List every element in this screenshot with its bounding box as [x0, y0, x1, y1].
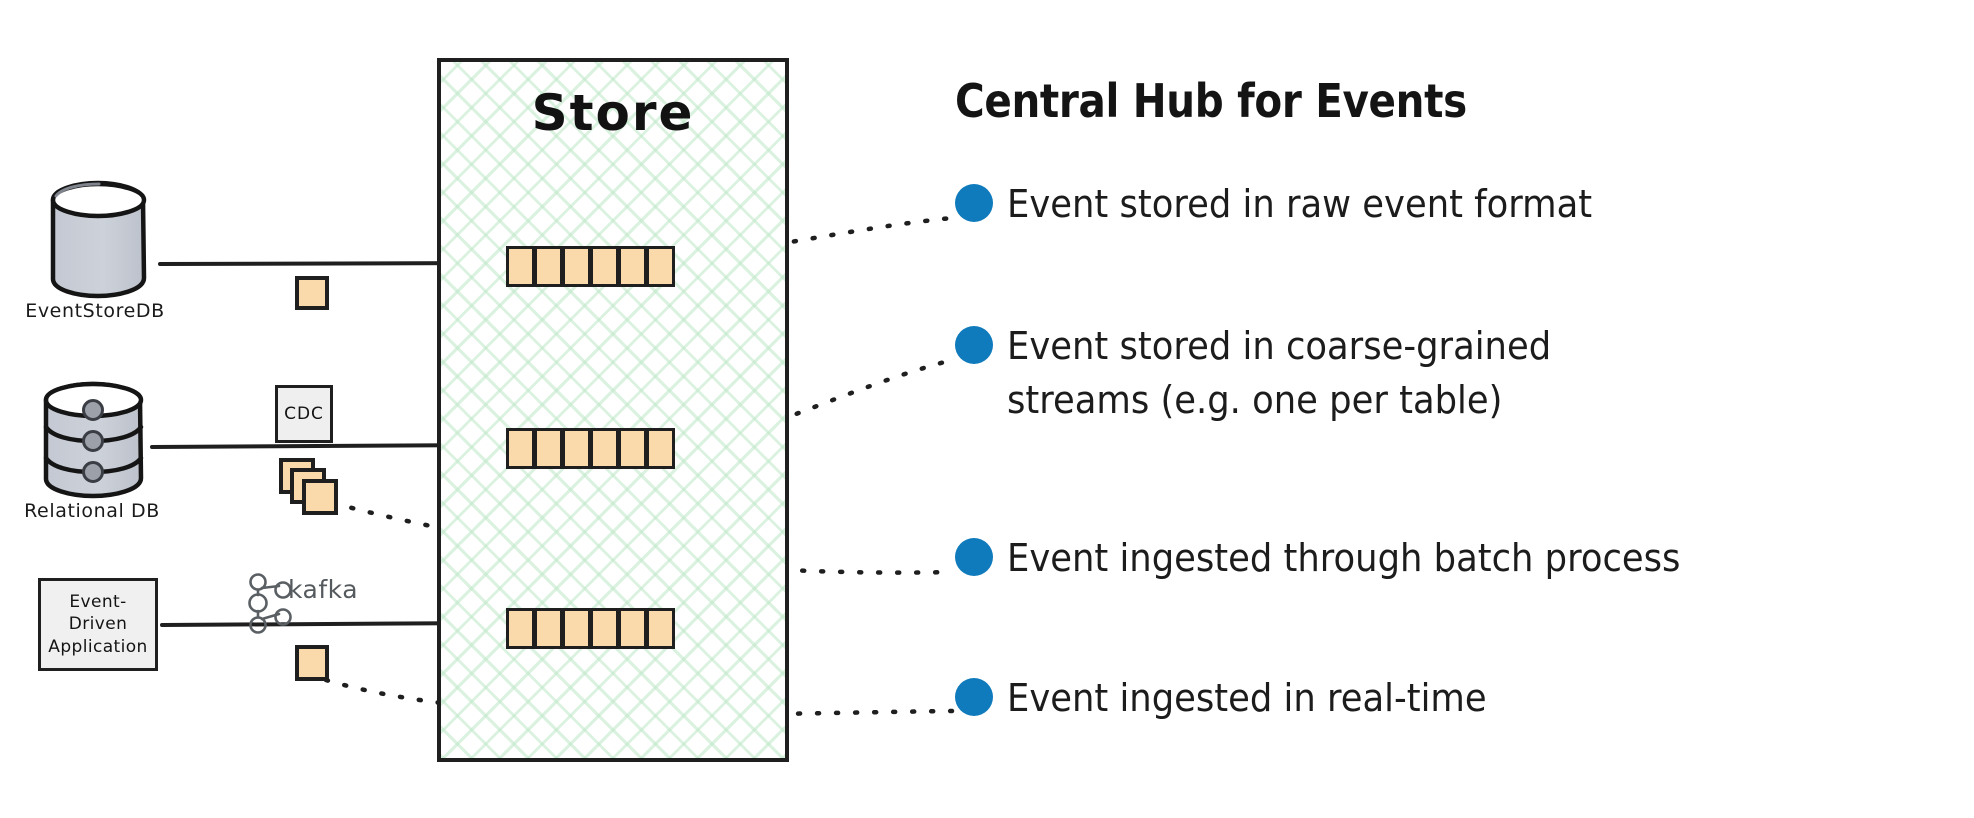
stream-cell — [646, 608, 675, 649]
event-tile-relational-front — [302, 479, 338, 515]
bullet-label: Event ingested through batch process — [1007, 536, 1681, 580]
stream-cell — [534, 608, 563, 649]
database-cylinder-icon — [50, 180, 147, 299]
kafka-logo-icon — [248, 573, 292, 634]
app-box-line-2: Driven — [68, 614, 128, 635]
connector-stream2-to-bullet2 — [704, 357, 955, 448]
stream-cell — [534, 246, 563, 287]
stream-cell — [618, 428, 647, 469]
event-tile-event-driven-app — [295, 645, 329, 681]
bullet-label: Event stored in coarse-grained streams (… — [1007, 324, 1552, 422]
stream-coarse-grained — [506, 428, 675, 469]
stream-cell — [562, 608, 591, 649]
stream-realtime — [506, 608, 675, 649]
bullet-item-3: Event ingested through batch process — [955, 532, 1731, 586]
app-box-line-3: Application — [48, 636, 148, 657]
bullet-label: Event stored in raw event format — [1007, 182, 1593, 226]
cdc-label: CDC — [284, 404, 324, 424]
kafka-label: kafka — [288, 575, 359, 604]
store-title: Store — [531, 84, 695, 142]
bullet-dot-icon — [955, 538, 993, 576]
event-driven-application-box[interactable]: Event- Driven Application — [38, 578, 158, 671]
bullet-item-1: Event stored in raw event format — [955, 178, 1636, 232]
stream-cell — [562, 428, 591, 469]
stream-cell — [590, 428, 619, 469]
stream-cell — [534, 428, 563, 469]
stream-cell — [506, 608, 535, 649]
bullet-dot-icon — [955, 326, 993, 364]
bullet-item-4: Event ingested in real-time — [955, 672, 1523, 726]
stream-cell — [590, 608, 619, 649]
panel-title: Central Hub for Events — [955, 74, 1467, 128]
central-hub-panel: Central Hub for Events Event stored in r… — [955, 74, 1945, 720]
stream-cell — [506, 246, 535, 287]
bullet-label: Event ingested in real-time — [1007, 676, 1487, 720]
app-box-line-1: Event- — [69, 591, 127, 612]
stream-cell — [618, 246, 647, 287]
stream-cell — [618, 608, 647, 649]
cdc-box[interactable]: CDC — [275, 385, 333, 443]
stream-cell — [562, 246, 591, 287]
database-stacked-icon — [43, 381, 144, 499]
bullet-item-2: Event stored in coarse-grained streams (… — [955, 320, 1592, 428]
bullet-dot-icon — [955, 678, 993, 716]
stream-cell — [646, 246, 675, 287]
stream-cell — [506, 428, 535, 469]
relational-db-label: Relational DB — [24, 500, 160, 522]
eventstoredb-label: EventStoreDB — [25, 300, 165, 322]
bullet-dot-icon — [955, 184, 993, 222]
stream-raw-event — [506, 246, 675, 287]
stream-cell — [590, 246, 619, 287]
stream-cell — [646, 428, 675, 469]
event-tile-eventstoredb — [295, 276, 329, 310]
store-panel: Store — [437, 58, 789, 762]
